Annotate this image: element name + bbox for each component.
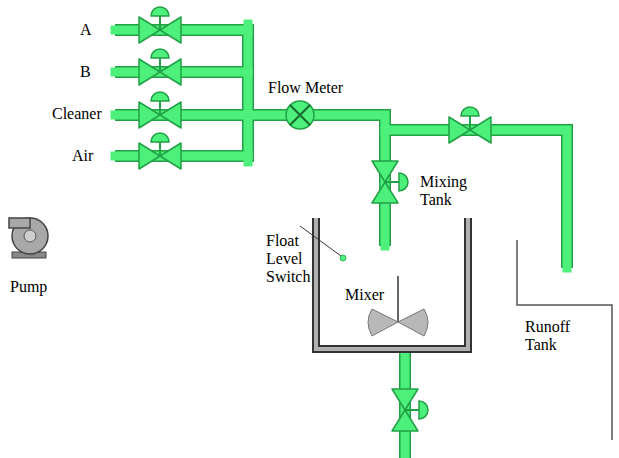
inlet-label: Cleaner [52, 105, 122, 123]
valve-symbol [139, 49, 181, 85]
tank-wall-inner [316, 218, 468, 349]
pipe-outline [385, 130, 567, 268]
valve-symbol [449, 107, 491, 143]
mixing-tank [316, 218, 468, 349]
inlet-label: A [80, 21, 110, 39]
valve-symbol [392, 389, 428, 431]
inlet-label: B [80, 63, 110, 81]
pump-symbol [9, 218, 48, 258]
part-label: Mixer [345, 286, 395, 304]
leader-line [300, 226, 341, 256]
inlet-label: Air [72, 147, 112, 165]
pipes [115, 24, 567, 458]
part-label: Runoff Tank [525, 318, 585, 354]
flow-meter [286, 101, 314, 129]
part-label: Pump [10, 278, 60, 296]
float-switch [340, 255, 346, 261]
pipe [244, 24, 253, 162]
valve-symbol [372, 161, 408, 203]
valve-symbol [139, 92, 181, 128]
runoff-tank [517, 240, 612, 440]
valve-symbol [139, 133, 181, 169]
part-label: Flow Meter [268, 79, 368, 97]
pipe-outline [242, 24, 254, 162]
tank-wall [316, 218, 468, 349]
part-label: Mixing Tank [420, 173, 476, 209]
pipe [385, 130, 567, 268]
valve-symbol [139, 7, 181, 43]
part-label: Float Level Switch [266, 232, 314, 286]
mixer-symbol [368, 276, 428, 336]
